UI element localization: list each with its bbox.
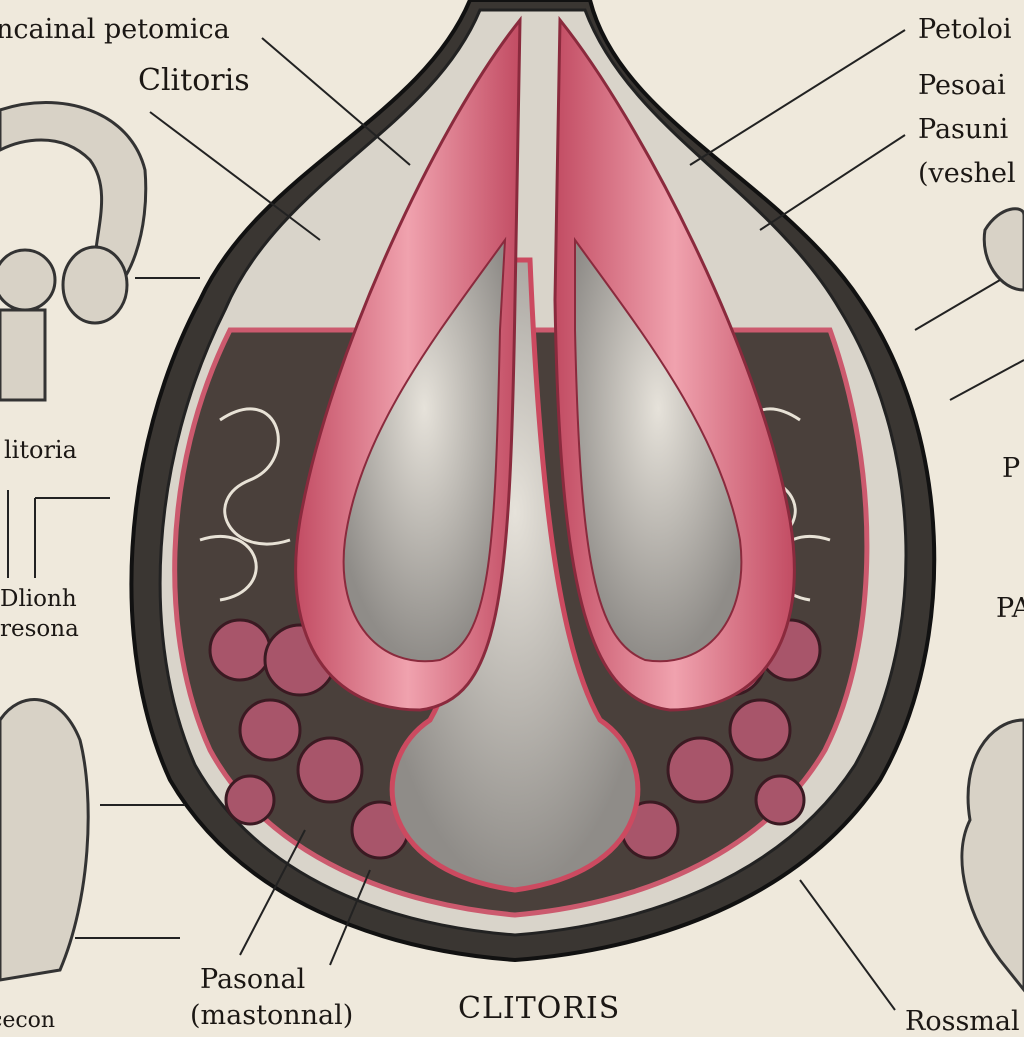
side-organ-left-top (0, 101, 148, 402)
label-top-right-1: Petoloi (918, 14, 1012, 45)
label-top-left-title: ncainal petomica (0, 14, 230, 45)
label-bottom-far-left: cecon (0, 1008, 56, 1033)
label-right-mid-1: P (1002, 453, 1021, 484)
label-left-low-1: Dlionh (0, 586, 77, 612)
label-left-mid: litoria (4, 436, 77, 464)
label-left-low-2: resona (0, 616, 79, 642)
glands-left (208, 618, 410, 860)
side-organ-right (960, 207, 1024, 993)
label-right-mid-2: PA (996, 593, 1024, 624)
side-organ-left-bottom (0, 698, 90, 982)
leader-lines (7, 29, 1024, 1011)
label-top-right-4: (veshel (918, 158, 1016, 189)
label-top-right-3: Pasuni (918, 114, 1009, 145)
label-bottom-left-1: Pasonal (200, 964, 306, 995)
label-bottom-right: Rossmal (905, 1006, 1020, 1037)
label-top-right-2: Pesoai (918, 70, 1006, 101)
label-bottom-left-2: (mastonnal) (190, 1000, 354, 1031)
label-top-left: Clitoris (138, 63, 250, 98)
label-bottom-center: CLITORIS (458, 991, 621, 1026)
